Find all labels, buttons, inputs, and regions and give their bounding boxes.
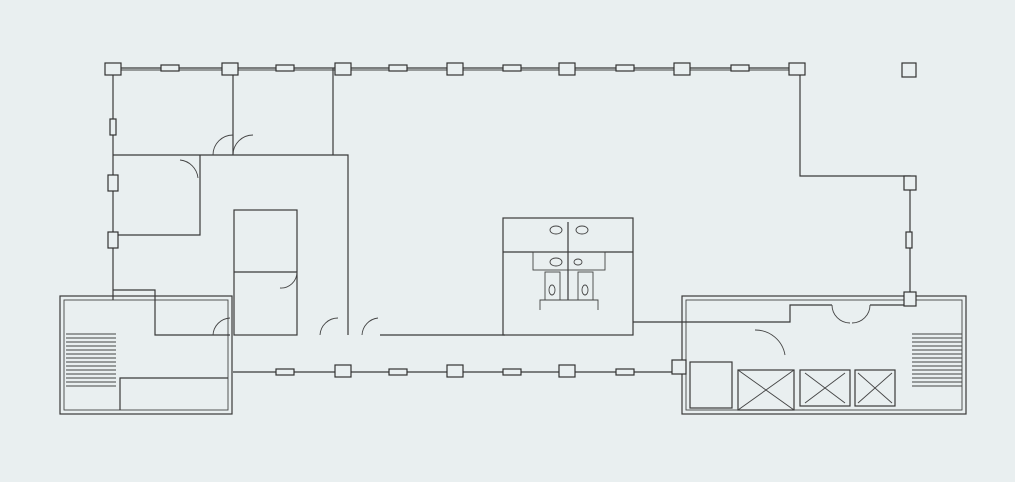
elevator-3 (854, 369, 896, 407)
column (671, 359, 687, 375)
column (903, 291, 917, 307)
elevator-2 (799, 369, 851, 407)
window-mullion (388, 64, 408, 72)
column (446, 364, 464, 378)
corridor-right (633, 304, 910, 356)
window-mullion (502, 64, 522, 72)
window-mullion (615, 64, 635, 72)
restrooms (502, 217, 634, 336)
offices (113, 68, 505, 336)
column (446, 62, 464, 76)
window-mullion (275, 368, 295, 376)
structural-columns (104, 62, 917, 378)
window-mullion (160, 64, 180, 72)
right-stairs (912, 333, 962, 387)
elevator-1 (737, 369, 795, 411)
window-mullion (615, 368, 635, 376)
column (104, 62, 122, 76)
right-core (681, 295, 967, 415)
left-stair-core (59, 295, 233, 415)
window-mullion (502, 368, 522, 376)
column (334, 364, 352, 378)
column (558, 364, 576, 378)
window-mullion (730, 64, 750, 72)
column (334, 62, 352, 76)
column (107, 174, 119, 192)
window-mullion (905, 231, 913, 249)
column (788, 62, 806, 76)
column (107, 231, 119, 249)
window-mullion (275, 64, 295, 72)
isolated-column (901, 62, 917, 78)
column (673, 62, 691, 76)
window-mullion (388, 368, 408, 376)
window-mullion (109, 118, 117, 136)
left-stairs (66, 333, 116, 387)
column (903, 175, 917, 191)
column (558, 62, 576, 76)
column (221, 62, 239, 76)
